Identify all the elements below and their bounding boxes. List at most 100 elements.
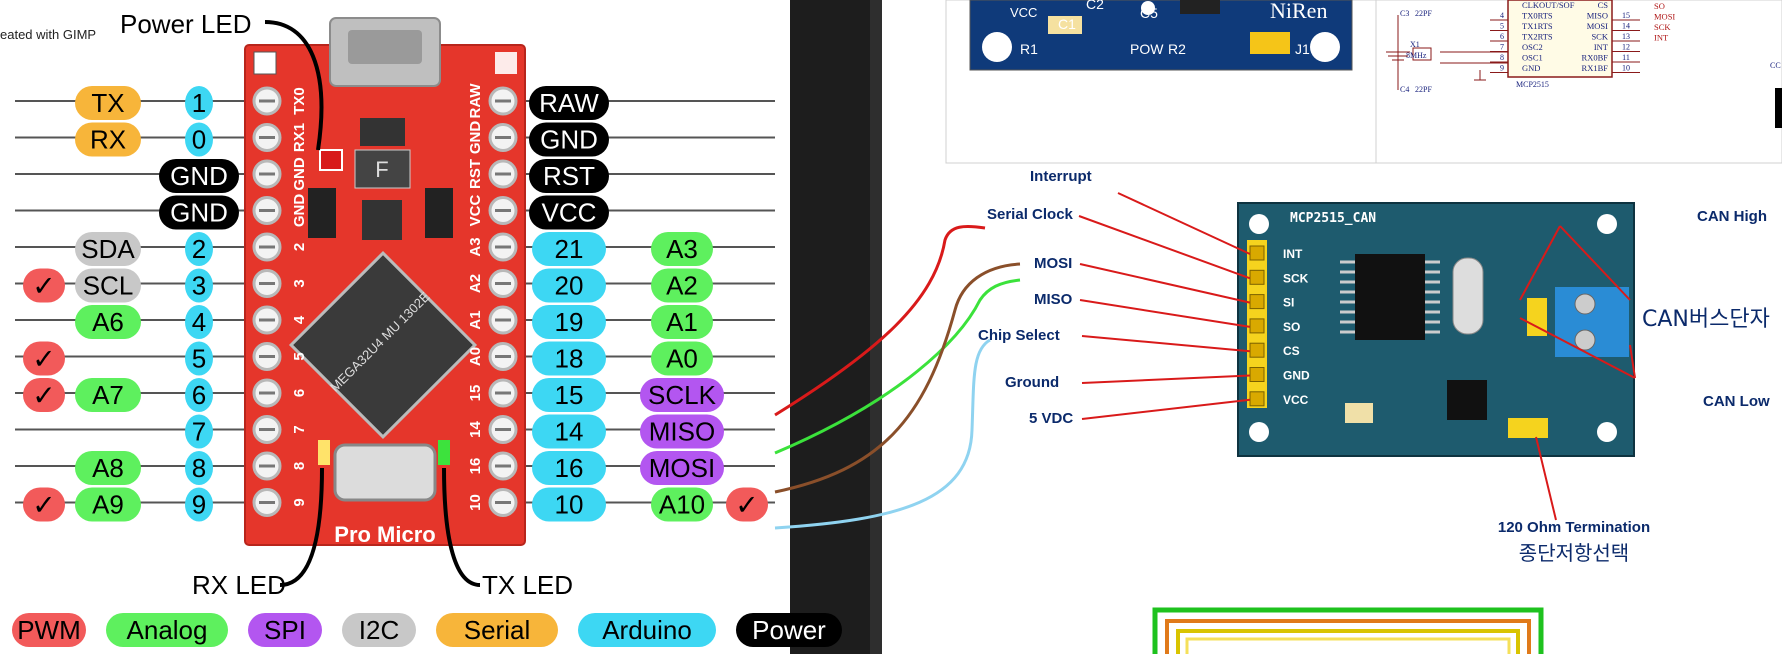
silk-left: 5 [291, 352, 308, 360]
legend-i2c: I2C [342, 613, 416, 647]
legend-analog: Analog [106, 613, 228, 647]
arduino-pin-left-pill [185, 268, 213, 303]
sch-pin-number: 8 [1500, 53, 1504, 62]
board-brand-label: Pro Micro [334, 522, 435, 547]
pwm-check-icon: ✓ [32, 489, 55, 522]
arduino-pin-right-text: 16 [555, 453, 584, 483]
arduino-pin-left-pill [185, 305, 213, 339]
sch-right-signal: MOSI [1587, 21, 1608, 31]
can-header-pin [1249, 342, 1265, 358]
can-annotation-line [1079, 299, 1251, 328]
arduino-pin-right: 14 [532, 414, 606, 449]
arduino-pin-left: 9 [185, 487, 213, 522]
power-led-callout: Power LED [120, 9, 252, 39]
arduino-pin-left-text: 4 [192, 307, 206, 337]
can-terminal-kr-label: CAN버스단자 [1642, 307, 1770, 332]
func-badge-right: A3 [651, 232, 713, 266]
func-badge-left-text: SCL [83, 271, 134, 301]
sch-right-signal: RX1BF [1582, 63, 1609, 73]
legend-pwm: PWM [12, 613, 86, 647]
schematic-crystal-name: X1 [1410, 40, 1420, 49]
sch-net-label: SCK [1654, 22, 1671, 32]
pwm-check-icon: ✓ [32, 343, 55, 376]
niren-cap [1048, 16, 1082, 34]
func-badge-right: SCLK [640, 378, 724, 412]
can-header-pin-label: SO [1283, 320, 1300, 334]
func-badge-right: A0 [651, 341, 713, 376]
can-controller-chip [1355, 254, 1425, 340]
func-badge-left: A7 [75, 378, 141, 412]
schematic-cap-c3-val: 22PF [1415, 9, 1432, 18]
func-badge-left-text: GND [170, 198, 228, 228]
pwm-check-icon: ✓ [32, 270, 55, 303]
sch-pin-number: 6 [1500, 32, 1504, 41]
wire-cs [774, 338, 991, 530]
silk-right: 14 [467, 421, 484, 438]
rx-led [318, 440, 330, 465]
func-badge-right: MISO [640, 414, 724, 449]
can-header-pin [1249, 294, 1265, 310]
func-badge-left: A8 [75, 451, 141, 485]
func-badge-right-text: A1 [666, 307, 698, 337]
func-badge-right-text: SCLK [648, 380, 717, 410]
func-badge-left: A9 [75, 487, 141, 522]
component-c2 [425, 188, 453, 238]
func-badge-right-pill [529, 122, 609, 157]
component-top [360, 118, 405, 146]
silk-right: RAW [467, 83, 484, 119]
gimp-watermark: eated with GIMP [0, 27, 96, 42]
func-badge-right-text: A3 [666, 234, 698, 264]
func-badge-right: A1 [651, 305, 713, 339]
legend-arduino: Arduino [578, 613, 716, 647]
arduino-pin-left-pill [185, 378, 213, 412]
can-terminal-screw-2 [1574, 329, 1596, 351]
schematic-edge-label: CC [1770, 61, 1781, 70]
sch-pin-number: 10 [1622, 64, 1630, 73]
arduino-pin-left-text: 0 [192, 125, 206, 155]
silk-left: GND [291, 194, 308, 228]
mcp2515-schematic: MCP2515 X1 8MHz C3 22PF C4 22PF CLKOUT/S… [1386, 0, 1782, 128]
func-badge-left-text: TX [91, 88, 124, 118]
can-header-pin [1249, 269, 1265, 285]
can-annotation-line [1081, 374, 1251, 384]
arduino-pin-left-text: 6 [192, 380, 206, 410]
legend-serial-pill [436, 613, 558, 647]
arduino-pin-right-pill [532, 341, 606, 376]
silk-right: A2 [467, 274, 484, 293]
arduino-pin-right-pill [532, 414, 606, 449]
arduino-pin-right-pill [532, 487, 606, 522]
arduino-pin-left-text: 7 [192, 417, 206, 447]
can-jumper [1508, 418, 1548, 438]
termination-label: 120 Ohm Termination [1498, 519, 1650, 536]
pin-holes: TX0RX1GNDGND23456789RAWGNDRSTVCCA3A2A1A0… [252, 83, 518, 517]
func-badge-left: A6 [75, 305, 141, 339]
arduino-pin-left: 3 [185, 268, 213, 303]
arduino-pin-right-text: 15 [555, 380, 584, 410]
component-c1 [308, 188, 336, 238]
sch-pin-number: 5 [1500, 22, 1504, 31]
sch-pin-number: 9 [1500, 64, 1504, 73]
sparkfun-logo [495, 52, 517, 74]
func-badge-right-pill [640, 414, 724, 449]
arduino-pin-right: 20 [532, 268, 606, 303]
niren-label-pow: POW [1130, 41, 1164, 57]
arduino-pin-left-pill [185, 232, 213, 266]
func-badge-left-text: SDA [81, 234, 135, 264]
silk-left: 8 [291, 462, 308, 470]
sch-left-signal: OSC2 [1522, 42, 1543, 52]
pwm-mark-left: ✓ [23, 268, 65, 303]
sch-left-signal: CLKOUT/SOF [1522, 0, 1575, 10]
can-module-title: MCP2515_CAN [1290, 211, 1376, 226]
func-badge-left-pill [75, 86, 141, 120]
niren-label-j1: J1 [1295, 41, 1310, 57]
silk-right: 16 [467, 458, 484, 475]
outline-green [1152, 607, 1544, 654]
func-badge-left-pill [75, 122, 141, 157]
arduino-pin-left-text: 3 [192, 271, 206, 301]
schematic-cap-c4: C4 [1400, 85, 1409, 94]
sch-pin-number: 7 [1500, 43, 1504, 52]
sch-left-signal: TX2RTS [1522, 32, 1553, 42]
niren-board: VCC C2 C5 C1 POW R2 R1 J1 NiRen [969, 0, 1353, 71]
func-badge-left: GND [159, 195, 239, 230]
